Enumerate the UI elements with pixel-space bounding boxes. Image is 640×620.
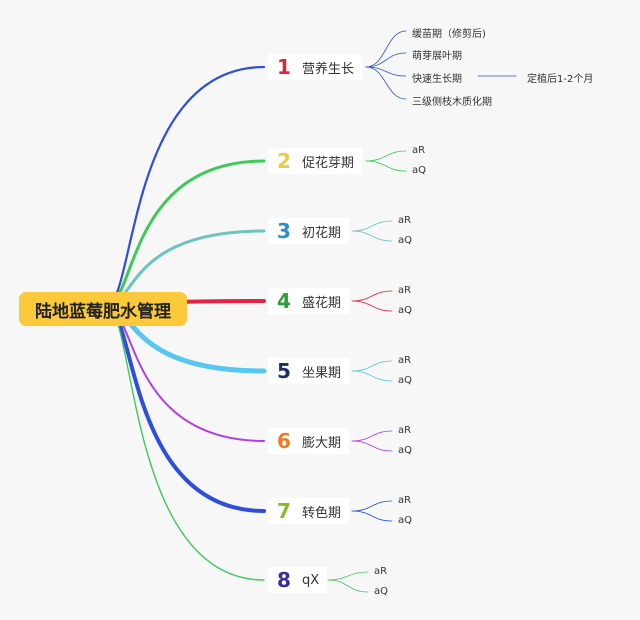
stage1-child-4[interactable]: 三级侧枝木质化期 <box>412 97 492 108</box>
stage5-child-2[interactable]: aQ <box>398 375 412 386</box>
stage1-child-2[interactable]: 萌芽展叶期 <box>412 51 462 62</box>
stage-node-3[interactable]: 3 初花期 <box>268 218 350 244</box>
stage-label-1: 营养生长 <box>302 61 355 77</box>
branch-line-8 <box>105 305 265 581</box>
stage1-child-3[interactable]: 快速生长期 <box>412 74 462 85</box>
stage-node-5[interactable]: 5 坐果期 <box>268 358 350 384</box>
stage-number-8: 8 <box>277 568 291 592</box>
child-line-2-2 <box>365 160 407 172</box>
stage-label-8: qX <box>302 572 320 588</box>
stage-number-2: 2 <box>277 149 291 173</box>
stage2-child-2[interactable]: aQ <box>412 165 426 176</box>
child-line-5-1 <box>351 360 393 372</box>
stage-label-5: 坐果期 <box>302 365 342 381</box>
stage-node-8[interactable]: 8 qX <box>268 567 328 593</box>
stage-node-1[interactable]: 1 营养生长 <box>268 54 363 80</box>
child-line-6-1 <box>351 430 393 442</box>
stage-number-7: 7 <box>277 499 291 523</box>
stage5-child-1[interactable]: aR <box>398 355 412 366</box>
stage3-child-1[interactable]: aR <box>398 215 412 226</box>
child-line-8-1 <box>327 571 369 581</box>
child-line-2-1 <box>365 150 407 162</box>
child-line-7-1 <box>351 500 393 512</box>
root-node[interactable]: 陆地蓝莓肥水管理 <box>19 292 187 326</box>
stage2-child-1[interactable]: aR <box>412 145 426 156</box>
stage-node-6[interactable]: 6 膨大期 <box>268 428 350 454</box>
stage-number-5: 5 <box>277 359 291 383</box>
child-line-1-2 <box>365 52 407 68</box>
stage-label-4: 盛花期 <box>302 295 342 311</box>
child-line-1-4 <box>365 66 407 100</box>
child-line-4-2 <box>351 300 393 312</box>
stage6-child-1[interactable]: aR <box>398 425 412 436</box>
stage4-child-2[interactable]: aQ <box>398 305 412 316</box>
child-line-4-1 <box>351 290 393 302</box>
stage-node-2[interactable]: 2 促花芽期 <box>268 148 363 174</box>
stage7-child-2[interactable]: aQ <box>398 515 412 526</box>
stage8-child-2[interactable]: aQ <box>374 586 388 597</box>
child-line-3-1 <box>351 220 393 232</box>
stage-number-4: 4 <box>277 289 291 313</box>
child-line-8-2 <box>327 579 369 593</box>
stage-number-3: 3 <box>277 219 291 243</box>
child-line-6-2 <box>351 440 393 452</box>
stage-number-1: 1 <box>277 55 291 79</box>
stage1-sub-child[interactable]: 定植后1-2个月 <box>527 74 594 85</box>
child-line-7-2 <box>351 510 393 522</box>
stage-label-6: 膨大期 <box>302 435 342 451</box>
stage-label-7: 转色期 <box>302 505 342 521</box>
child-line-1-1 <box>365 30 407 68</box>
stage1-child-1[interactable]: 缓苗期（修剪后) <box>412 29 486 40</box>
root-label: 陆地蓝莓肥水管理 <box>35 301 171 322</box>
stage-node-7[interactable]: 7 转色期 <box>268 498 350 524</box>
stage6-child-2[interactable]: aQ <box>398 445 412 456</box>
stage8-child-1[interactable]: aR <box>374 566 388 577</box>
branch-line-7 <box>104 304 266 513</box>
stage3-child-2[interactable]: aQ <box>398 235 412 246</box>
stage-node-4[interactable]: 4 盛花期 <box>268 288 350 314</box>
stage-label-3: 初花期 <box>302 225 342 241</box>
stage4-child-1[interactable]: aR <box>398 285 412 296</box>
child-line-3-2 <box>351 230 393 242</box>
stage-number-6: 6 <box>277 429 291 453</box>
child-line-5-2 <box>351 370 393 382</box>
stage7-child-1[interactable]: aR <box>398 495 412 506</box>
stage-label-2: 促花芽期 <box>302 155 355 171</box>
